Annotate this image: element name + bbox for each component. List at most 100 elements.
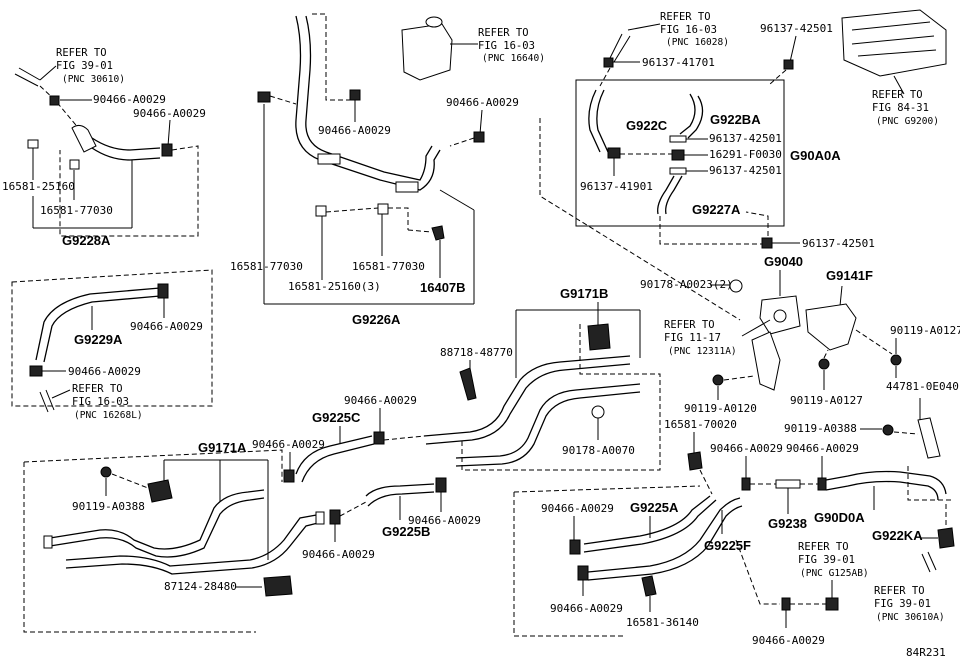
ref-fig39-top-l3: (PNC 30610) [62,74,125,85]
part-label: 88718-48770 [440,346,513,359]
part-label: 90466-A0029 [130,320,203,333]
part-label: 96137-42501 [709,132,782,145]
dashed-path [111,473,149,489]
part-label: 16581-25160(3) [288,280,381,293]
group-g9225b: 90466-A0029 G9225B 90466-A0029 [302,477,481,561]
dashed-outline [23,462,256,633]
group-label: G90D0A [814,510,865,525]
leader [627,23,661,31]
clamp-icon [761,237,773,249]
group-label: G922C [626,118,668,133]
bracket-icon [431,225,445,241]
group-label: G90A0A [790,148,841,163]
clamp-icon [157,283,169,299]
bolt-icon [890,354,902,366]
dashed-path [383,435,425,441]
part-label: 90466-A0029 [550,602,623,615]
connector-icon [825,597,839,611]
part-label: 16291-F0030 [709,148,782,161]
dashed-outline [23,449,283,482]
part-label: 90466-A0029 [786,442,859,455]
dashed-path [407,229,433,233]
clamp-icon [257,91,271,103]
part-label: 90466-A0029 [344,394,417,407]
group-label: G9226A [352,312,401,327]
ref-fig11-l3: (PNC 12311A) [668,346,737,357]
hose-g90d0a [825,470,947,501]
bolt-icon [100,466,112,478]
leader [789,35,797,63]
group-label: G9225B [382,524,430,539]
dashed-path [769,69,787,85]
diagram-id: 84R231 [906,646,946,659]
dashed-path [823,349,829,359]
leader [741,319,771,337]
pipe-g9238 [775,479,801,489]
group-label: G9225C [312,410,361,425]
dashed-path [539,118,741,321]
group-g9225c: 90466-A0029 G9225C 90466-A0029 [252,394,425,483]
ref-fig16-left-l3: (PNC 16268L) [74,410,143,421]
bracket-icon [687,451,703,471]
dashed-path [325,207,409,230]
leader [167,119,171,147]
hose-g9225b [365,483,435,507]
ref-fig16-tank-l1: REFER TO [478,27,529,39]
part-label: 90119-A0127 [890,324,960,337]
reservoir-tank [401,23,453,81]
hose-g9229a [35,287,161,363]
pipe-g9171b-lower [455,383,641,467]
part-label: 90119-A0127 [790,394,863,407]
clamp-icon [741,477,751,491]
group-g9229a: 90466-A0029 G9229A 90466-A0029 REFER TO … [11,269,213,421]
clamp-icon [315,205,327,217]
clamp-icon [349,89,361,101]
pipe-g9171a-upper [49,489,265,558]
ref-fig39-mid-l1: REFER TO [798,541,849,553]
part-label: 44781-0E040 [886,380,959,393]
pipe-end [315,511,325,525]
pump-port [773,309,787,323]
reservoir-cap [425,16,443,28]
part-label: 90466-A0029 [93,93,166,106]
clamp-icon [569,539,581,555]
clamp-icon [373,431,385,445]
clip-icon [591,405,605,419]
leader [893,75,905,95]
ref-fig16-tank-l2: FIG 16-03 [478,40,535,52]
ref-fig39-top-l2: FIG 39-01 [56,60,113,72]
clamp-icon [669,167,687,175]
pipe-g9171b-upper [423,355,631,445]
bracket-icon [641,575,657,597]
dashed-outline [59,145,199,237]
part-label: 90466-A0029 [710,442,783,455]
leader [839,285,843,307]
dashed-path [599,67,611,87]
pipe-clamp-icon [263,575,293,597]
part-label: 90178-A0070 [562,444,635,457]
bolt-icon [712,374,724,386]
ref-fig16-top-l3: (PNC 16028) [666,37,729,48]
clamp-icon [377,203,389,215]
clamp-icon [817,477,827,491]
ref-fig16-left-l2: FIG 16-03 [72,396,129,408]
pipe-end [43,535,53,549]
group-label: G9171B [560,286,608,301]
part-label: 90119-A0388 [72,500,145,513]
clamp-icon [669,135,687,143]
part-label: 90119-A0388 [784,422,857,435]
bolt-icon [882,424,894,436]
ref-fig84-l3: (PNC G9200) [876,116,939,127]
dashed-path [893,431,919,435]
group-g9040: 90178-A0023(2) G9040 G9141F 90119-A0127 … [640,254,960,415]
ref-fig39-top-l1: REFER TO [56,47,107,59]
part-label: 16581-77030 [40,204,113,217]
hose-g9225a [583,495,717,553]
leader [439,189,475,211]
part-label: 90466-A0029 [68,365,141,378]
ref-fig11-l2: FIG 11-17 [664,332,721,344]
connector-icon [671,149,685,161]
dashed-path [855,329,893,355]
group-label: G9228A [62,233,111,248]
